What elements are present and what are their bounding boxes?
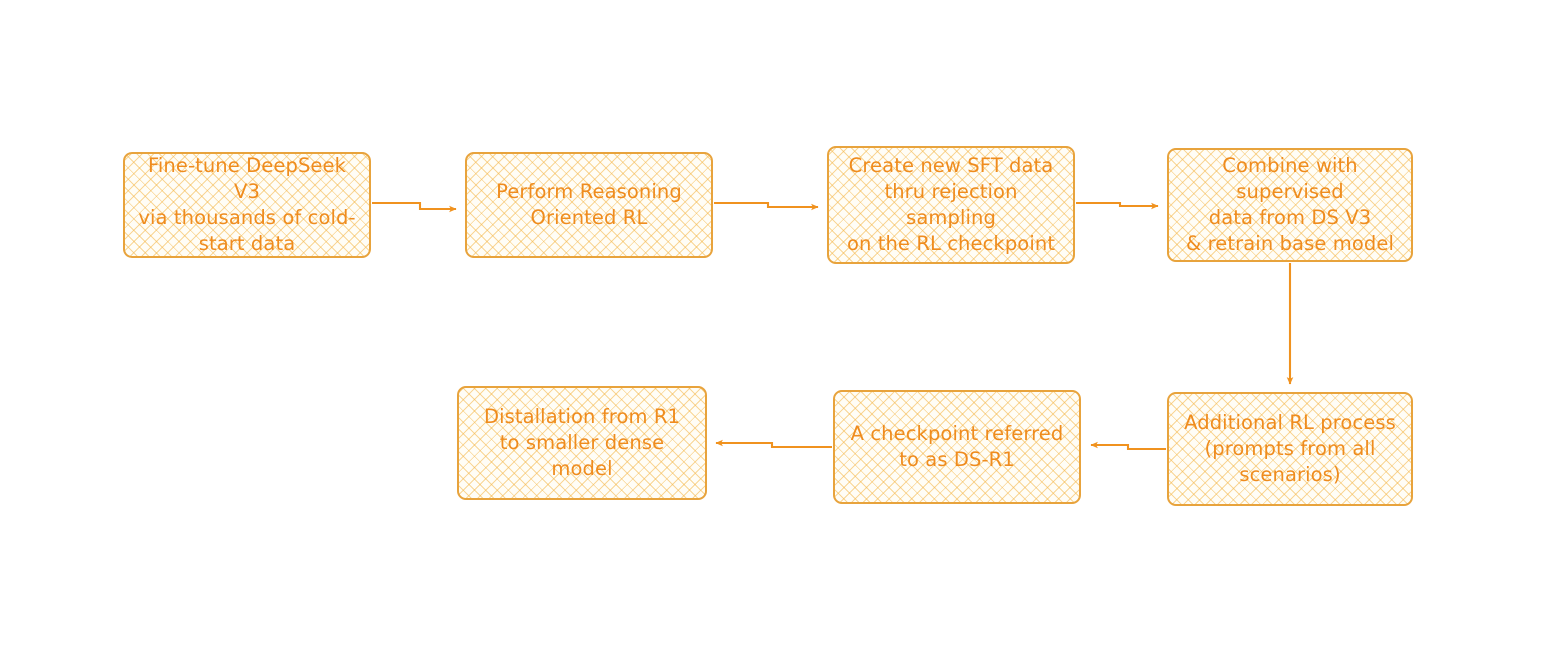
- flow-node-checkpoint[interactable]: A checkpoint referred to as DS-R1: [833, 390, 1081, 504]
- flow-node-reasoning-rl[interactable]: Perform Reasoning Oriented RL: [465, 152, 713, 258]
- flow-node-cold-start-label: Fine-tune DeepSeek V3 via thousands of c…: [138, 154, 356, 255]
- edge-checkpoint-to-distillation: [715, 439, 832, 449]
- flow-node-additional-rl[interactable]: Additional RL process (prompts from all …: [1167, 392, 1413, 506]
- edge-sft-data-to-combine: [1076, 201, 1159, 210]
- flow-node-distillation[interactable]: Distallation from R1 to smaller dense mo…: [457, 386, 707, 500]
- flow-node-additional-rl-label: Additional RL process (prompts from all …: [1184, 411, 1396, 486]
- flow-node-distillation-label: Distallation from R1 to smaller dense mo…: [483, 405, 681, 480]
- flow-node-reasoning-rl-label: Perform Reasoning Oriented RL: [496, 180, 682, 229]
- edge-additional-rl-to-checkpoint: [1090, 441, 1166, 451]
- flow-node-checkpoint-label: A checkpoint referred to as DS-R1: [850, 422, 1064, 471]
- flow-node-cold-start[interactable]: Fine-tune DeepSeek V3 via thousands of c…: [123, 152, 371, 258]
- flow-node-sft-data-label: Create new SFT data thru rejection sampl…: [846, 154, 1056, 255]
- edge-cold-start-to-reasoning-rl: [372, 201, 457, 213]
- flow-node-sft-data[interactable]: Create new SFT data thru rejection sampl…: [827, 146, 1075, 264]
- edge-reasoning-rl-to-sft-data: [714, 201, 819, 211]
- flow-node-combine-label: Combine with supervised data from DS V3 …: [1186, 154, 1394, 255]
- flow-node-combine[interactable]: Combine with supervised data from DS V3 …: [1167, 148, 1413, 262]
